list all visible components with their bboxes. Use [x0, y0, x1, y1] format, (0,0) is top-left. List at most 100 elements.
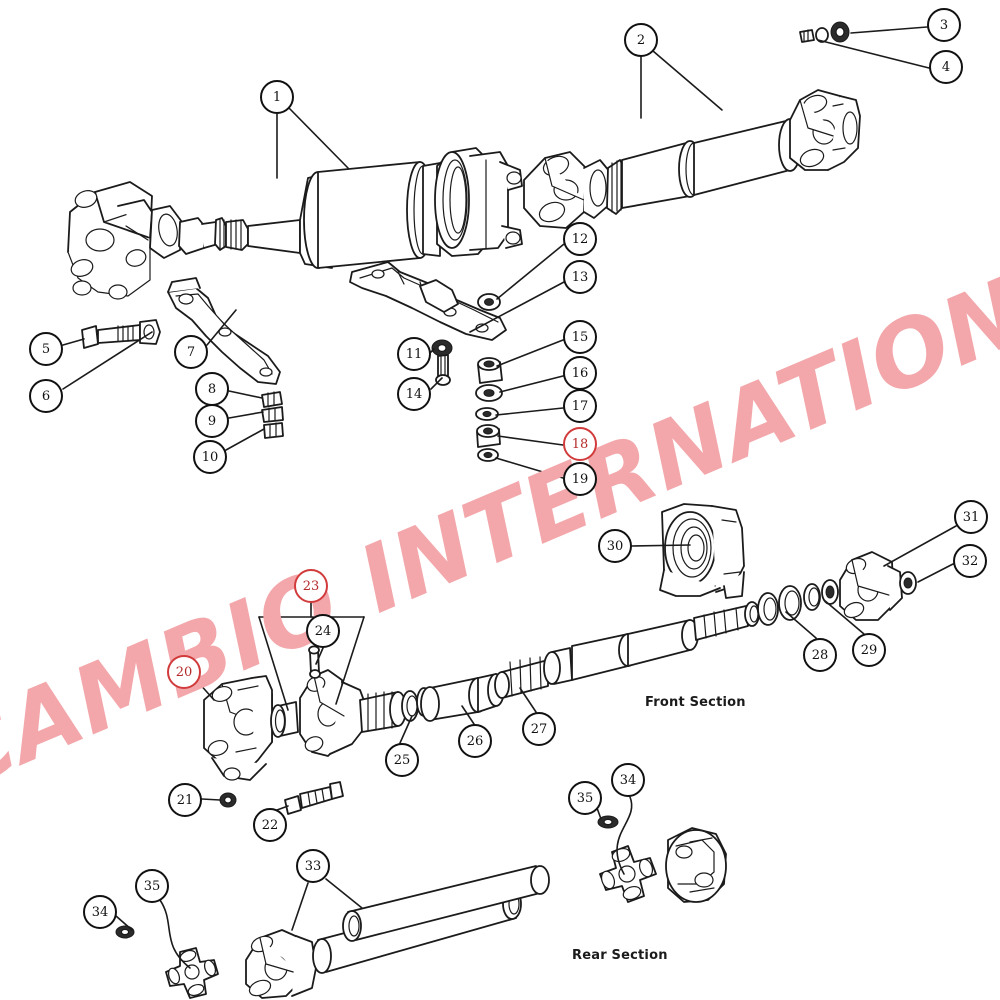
- callout-bubble-9[interactable]: 9: [195, 404, 229, 438]
- callout-number: 34: [91, 904, 109, 920]
- callout-bubble-22[interactable]: 22: [253, 808, 287, 842]
- transmission-mount-bracket: [167, 277, 281, 385]
- callout-number: 20: [175, 664, 193, 680]
- callout-number: 33: [304, 858, 322, 874]
- front-section-slip-yoke: [299, 669, 367, 757]
- callout-number: 10: [201, 449, 219, 465]
- callout-number: 23: [302, 578, 320, 594]
- callout-bubble-15[interactable]: 15: [563, 320, 597, 354]
- callout-bubble-27[interactable]: 27: [522, 712, 556, 746]
- callout-bubble-2[interactable]: 2: [624, 23, 658, 57]
- front-universal-joint: [149, 205, 221, 259]
- callout-number: 6: [41, 388, 51, 404]
- callout-bubble-28[interactable]: 28: [803, 638, 837, 672]
- callout-bubble-35b[interactable]: 35: [568, 781, 602, 815]
- callout-number: 11: [405, 346, 423, 362]
- callout-bubble-13[interactable]: 13: [563, 260, 597, 294]
- callout-number: 14: [405, 386, 423, 402]
- callout-bubble-34b[interactable]: 34: [611, 763, 645, 797]
- callout-bubble-8[interactable]: 8: [195, 372, 229, 406]
- rear-driveshaft-tube-front: [247, 161, 441, 269]
- callout-bubble-32[interactable]: 32: [953, 544, 987, 578]
- front-section-assembly: [203, 503, 917, 815]
- callout-bubble-1[interactable]: 1: [260, 80, 294, 114]
- callout-bubble-4[interactable]: 4: [929, 50, 963, 84]
- callout-number: 31: [962, 509, 980, 525]
- stud-11-14: [431, 339, 453, 386]
- callout-bubble-33[interactable]: 33: [296, 849, 330, 883]
- callout-bubble-29[interactable]: 29: [852, 633, 886, 667]
- leader-lines: [62, 26, 957, 969]
- callout-number: 7: [186, 344, 196, 360]
- upper-center-bearing-housing: [434, 147, 523, 257]
- callout-bubble-26[interactable]: 26: [458, 724, 492, 758]
- callout-bubble-23[interactable]: 23: [294, 569, 328, 603]
- callout-bubble-16[interactable]: 16: [563, 356, 597, 390]
- callout-number: 29: [860, 642, 878, 658]
- callout-number: 34: [619, 772, 637, 788]
- front-flange-yoke: [67, 181, 153, 300]
- callout-bubble-6[interactable]: 6: [29, 379, 63, 413]
- callout-number: 13: [571, 269, 589, 285]
- callout-bubble-24[interactable]: 24: [306, 614, 340, 648]
- callout-number: 22: [261, 817, 279, 833]
- callout-number: 4: [941, 59, 951, 75]
- callout-number: 26: [466, 733, 484, 749]
- callout-bubble-31[interactable]: 31: [954, 500, 988, 534]
- callout-number: 28: [811, 647, 829, 663]
- callout-bubble-34[interactable]: 34: [83, 895, 117, 929]
- callout-number: 9: [207, 413, 217, 429]
- shaft2-front-ujoint: [523, 151, 611, 229]
- washer-bushing-stack-12-19: [475, 293, 503, 462]
- callout-number: 15: [571, 329, 589, 345]
- callout-bubble-7[interactable]: 7: [174, 335, 208, 369]
- callout-bubble-5[interactable]: 5: [29, 332, 63, 366]
- front-section-label: Front Section: [645, 695, 746, 710]
- callout-bubble-17[interactable]: 17: [563, 389, 597, 423]
- callout-bubble-11[interactable]: 11: [397, 337, 431, 371]
- callout-bubble-3[interactable]: 3: [927, 8, 961, 42]
- shaft2-rear-ujoint: [789, 89, 861, 171]
- upper-front-shaft-assembly: [523, 21, 861, 229]
- rear-section-assembly: [115, 815, 727, 999]
- callout-number: 19: [571, 471, 589, 487]
- callout-bubble-21[interactable]: 21: [168, 783, 202, 817]
- callout-number: 18: [571, 436, 589, 452]
- callout-bubble-18[interactable]: 18: [563, 427, 597, 461]
- callout-bubble-25[interactable]: 25: [385, 743, 419, 777]
- front-section-flange-yoke: [203, 675, 273, 781]
- callout-bubble-30[interactable]: 30: [598, 529, 632, 563]
- crossmember-support-bracket: [349, 261, 507, 341]
- rear-companion-flange: [665, 827, 727, 903]
- callout-number: 8: [207, 381, 217, 397]
- callout-number: 1: [272, 89, 282, 105]
- callout-number: 12: [571, 231, 589, 247]
- callout-bubble-14[interactable]: 14: [397, 377, 431, 411]
- callout-number: 17: [571, 398, 589, 414]
- callout-number: 24: [314, 623, 332, 639]
- callout-bubble-19[interactable]: 19: [563, 462, 597, 496]
- front-section-rear-yoke: [839, 551, 903, 621]
- rear-section-slip-yoke: [245, 929, 317, 999]
- callout-number: 27: [530, 721, 548, 737]
- rear-ujoint-cross-right: [599, 845, 657, 903]
- slip-spline-boot: [214, 217, 249, 251]
- callout-number: 3: [939, 17, 949, 33]
- callout-bubble-20[interactable]: 20: [167, 655, 201, 689]
- callout-bubble-35[interactable]: 35: [135, 869, 169, 903]
- callout-number: 25: [393, 752, 411, 768]
- callout-number: 21: [176, 792, 194, 808]
- mount-bolt-22: [284, 781, 344, 815]
- callout-bubble-12[interactable]: 12: [563, 222, 597, 256]
- callout-number: 35: [143, 878, 161, 894]
- callout-number: 16: [571, 365, 589, 381]
- callout-number: 5: [41, 341, 51, 357]
- callout-number: 32: [961, 553, 979, 569]
- callout-bubble-10[interactable]: 10: [193, 440, 227, 474]
- center-support-bearing: [659, 503, 745, 599]
- upper-driveshaft-assembly: [67, 147, 523, 300]
- callout-number: 30: [606, 538, 624, 554]
- callout-number: 35: [576, 790, 594, 806]
